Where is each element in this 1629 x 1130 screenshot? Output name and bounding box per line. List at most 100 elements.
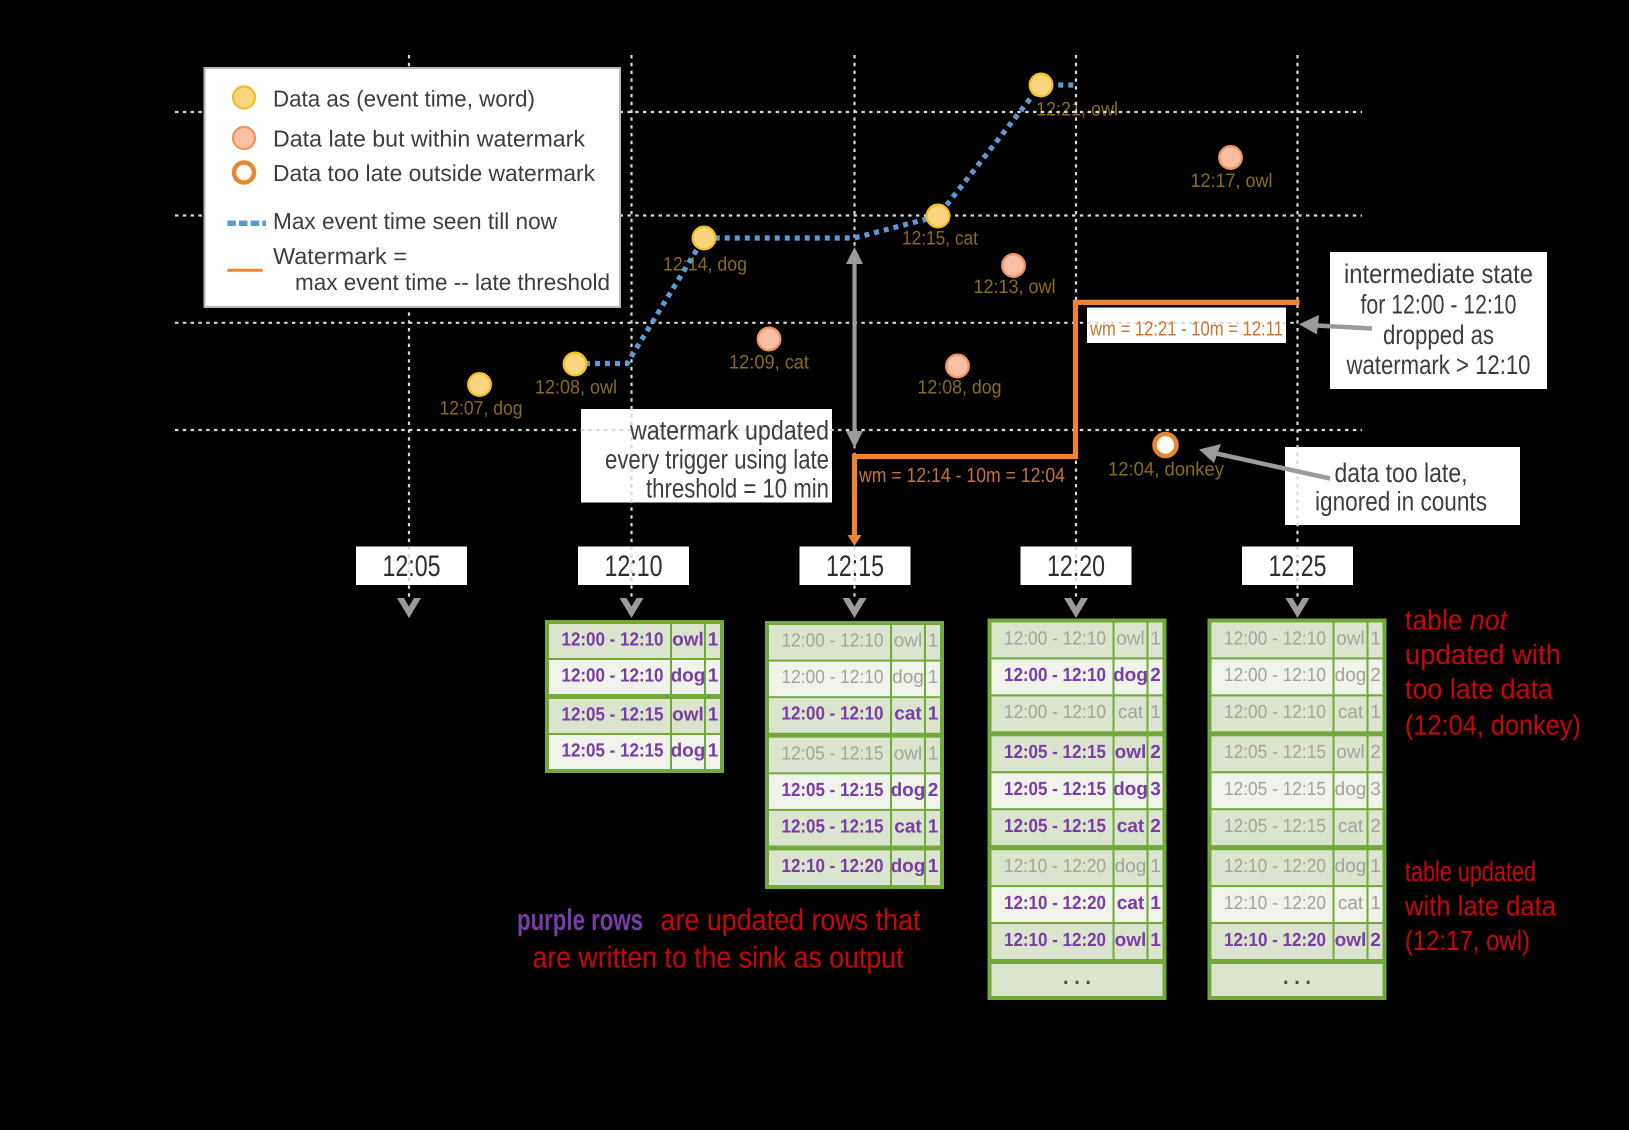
svg-text:1: 1 [1150, 702, 1161, 723]
svg-text:owl: owl [1115, 930, 1147, 951]
svg-text:12:21, owl: 12:21, owl [1036, 99, 1118, 121]
svg-text:Watermark =: Watermark = [273, 243, 407, 269]
svg-text:cat: cat [1338, 816, 1364, 837]
svg-text:Data too late outside watermar: Data too late outside watermark [273, 160, 595, 186]
svg-text:1: 1 [928, 667, 939, 688]
svg-text:for 12:00 - 12:10: for 12:00 - 12:10 [1361, 290, 1517, 320]
svg-text:1: 1 [928, 631, 939, 652]
svg-text:12:05 - 12:15: 12:05 - 12:15 [562, 740, 664, 761]
svg-text:with late data: with late data [1404, 891, 1556, 922]
svg-text:dog: dog [891, 856, 926, 877]
svg-text:1: 1 [708, 665, 719, 686]
svg-text:12:10 - 12:20: 12:10 - 12:20 [1224, 930, 1326, 951]
svg-text:updated with: updated with [1405, 639, 1561, 670]
svg-text:12:00 - 12:10: 12:00 - 12:10 [782, 631, 884, 652]
svg-text:threshold = 10 min: threshold = 10 min [646, 474, 829, 504]
svg-text:1: 1 [1370, 893, 1381, 914]
svg-text:12:17, owl: 12:17, owl [1191, 170, 1273, 192]
svg-text:12:00 - 12:10: 12:00 - 12:10 [1224, 628, 1326, 649]
svg-text:dog: dog [1113, 779, 1148, 800]
svg-text:12:05 - 12:15: 12:05 - 12:15 [1224, 816, 1326, 837]
svg-text:2: 2 [1150, 665, 1161, 686]
svg-text:cat: cat [894, 816, 922, 837]
svg-text:dog: dog [1335, 665, 1367, 686]
svg-text:12:05: 12:05 [383, 550, 441, 583]
svg-text:. . .: . . . [1063, 964, 1091, 989]
svg-text:12:10 - 12:20: 12:10 - 12:20 [1004, 893, 1106, 914]
svg-text:purple rows: purple rows [517, 904, 643, 937]
svg-text:table not: table not [1405, 605, 1508, 636]
svg-text:12:05 - 12:15: 12:05 - 12:15 [1004, 816, 1106, 837]
svg-text:12:10 - 12:20: 12:10 - 12:20 [1224, 893, 1326, 914]
svg-text:dog: dog [671, 740, 706, 761]
svg-text:12:05 - 12:15: 12:05 - 12:15 [1004, 779, 1106, 800]
svg-text:12:08, dog: 12:08, dog [918, 377, 1002, 399]
svg-text:cat: cat [1117, 893, 1145, 914]
svg-text:dog: dog [1335, 779, 1367, 800]
svg-text:owl: owl [672, 629, 704, 650]
svg-text:1: 1 [708, 629, 719, 650]
svg-text:max event time -- late thresho: max event time -- late threshold [295, 269, 610, 295]
svg-text:dog: dog [671, 665, 706, 686]
svg-text:12:05 - 12:15: 12:05 - 12:15 [562, 704, 664, 725]
svg-text:1: 1 [928, 816, 939, 837]
svg-text:are updated rows that: are updated rows that [661, 904, 922, 937]
svg-text:2: 2 [1370, 665, 1381, 686]
svg-text:Data as (event time, word): Data as (event time, word) [273, 85, 535, 111]
svg-text:12:09, cat: 12:09, cat [729, 352, 810, 374]
svg-text:12:07, dog: 12:07, dog [440, 398, 523, 420]
svg-text:12:05 - 12:15: 12:05 - 12:15 [782, 743, 884, 764]
svg-text:cat: cat [894, 704, 922, 725]
svg-text:owl: owl [672, 704, 704, 725]
svg-text:owl: owl [1335, 930, 1367, 951]
svg-text:3: 3 [1370, 779, 1381, 800]
svg-text:2: 2 [1150, 742, 1161, 763]
svg-text:12:20: 12:20 [1047, 550, 1105, 583]
svg-text:1: 1 [928, 704, 939, 725]
svg-text:12:10 - 12:20: 12:10 - 12:20 [1004, 856, 1106, 877]
svg-text:cat: cat [1118, 702, 1144, 723]
svg-text:cat: cat [1338, 702, 1364, 723]
svg-text:12:08, owl: 12:08, owl [535, 377, 617, 399]
svg-text:1: 1 [1370, 702, 1381, 723]
svg-text:1: 1 [928, 743, 939, 764]
svg-text:12:00 - 12:10: 12:00 - 12:10 [1004, 628, 1106, 649]
svg-text:12:10: 12:10 [605, 550, 663, 583]
svg-text:dog: dog [1335, 856, 1367, 877]
svg-text:owl: owl [894, 631, 923, 652]
svg-text:12:00 - 12:10: 12:00 - 12:10 [562, 665, 664, 686]
svg-text:1: 1 [1370, 628, 1381, 649]
svg-text:owl: owl [1336, 742, 1365, 763]
svg-text:12:13, owl: 12:13, owl [974, 276, 1056, 298]
svg-text:1: 1 [1370, 856, 1381, 877]
svg-text:intermediate state: intermediate state [1344, 259, 1533, 289]
svg-text:dog: dog [1115, 856, 1147, 877]
svg-text:12:15, cat: 12:15, cat [902, 228, 979, 250]
svg-text:12:00 - 12:10: 12:00 - 12:10 [1004, 702, 1106, 723]
svg-text:12:00 - 12:10: 12:00 - 12:10 [1224, 702, 1326, 723]
svg-text:cat: cat [1338, 893, 1364, 914]
svg-text:too late data: too late data [1405, 674, 1553, 705]
svg-text:12:05 - 12:15: 12:05 - 12:15 [1224, 742, 1326, 763]
svg-text:owl: owl [894, 743, 923, 764]
svg-text:wm = 12:21 - 10m = 12:11: wm = 12:21 - 10m = 12:11 [1089, 318, 1283, 341]
svg-text:dog: dog [891, 780, 926, 801]
svg-text:ignored in counts: ignored in counts [1315, 487, 1487, 517]
svg-text:12:05 - 12:15: 12:05 - 12:15 [782, 816, 884, 837]
svg-text:. . .: . . . [1283, 964, 1311, 989]
svg-text:2: 2 [1370, 930, 1381, 951]
svg-text:Max event time seen till now: Max event time seen till now [273, 208, 557, 234]
svg-text:1: 1 [1150, 856, 1161, 877]
svg-text:table updated: table updated [1405, 856, 1536, 887]
svg-text:12:14, dog: 12:14, dog [663, 254, 747, 276]
svg-text:(12:04, donkey): (12:04, donkey) [1405, 710, 1581, 741]
svg-text:12:05 - 12:15: 12:05 - 12:15 [782, 780, 884, 801]
svg-text:1: 1 [708, 740, 719, 761]
svg-text:owl: owl [1116, 628, 1145, 649]
svg-text:12:00 - 12:10: 12:00 - 12:10 [782, 704, 884, 725]
svg-text:2: 2 [1370, 742, 1381, 763]
svg-text:12:10 - 12:20: 12:10 - 12:20 [1004, 930, 1106, 951]
svg-text:cat: cat [1117, 816, 1145, 837]
svg-text:3: 3 [1150, 779, 1161, 800]
svg-text:2: 2 [1370, 816, 1381, 837]
